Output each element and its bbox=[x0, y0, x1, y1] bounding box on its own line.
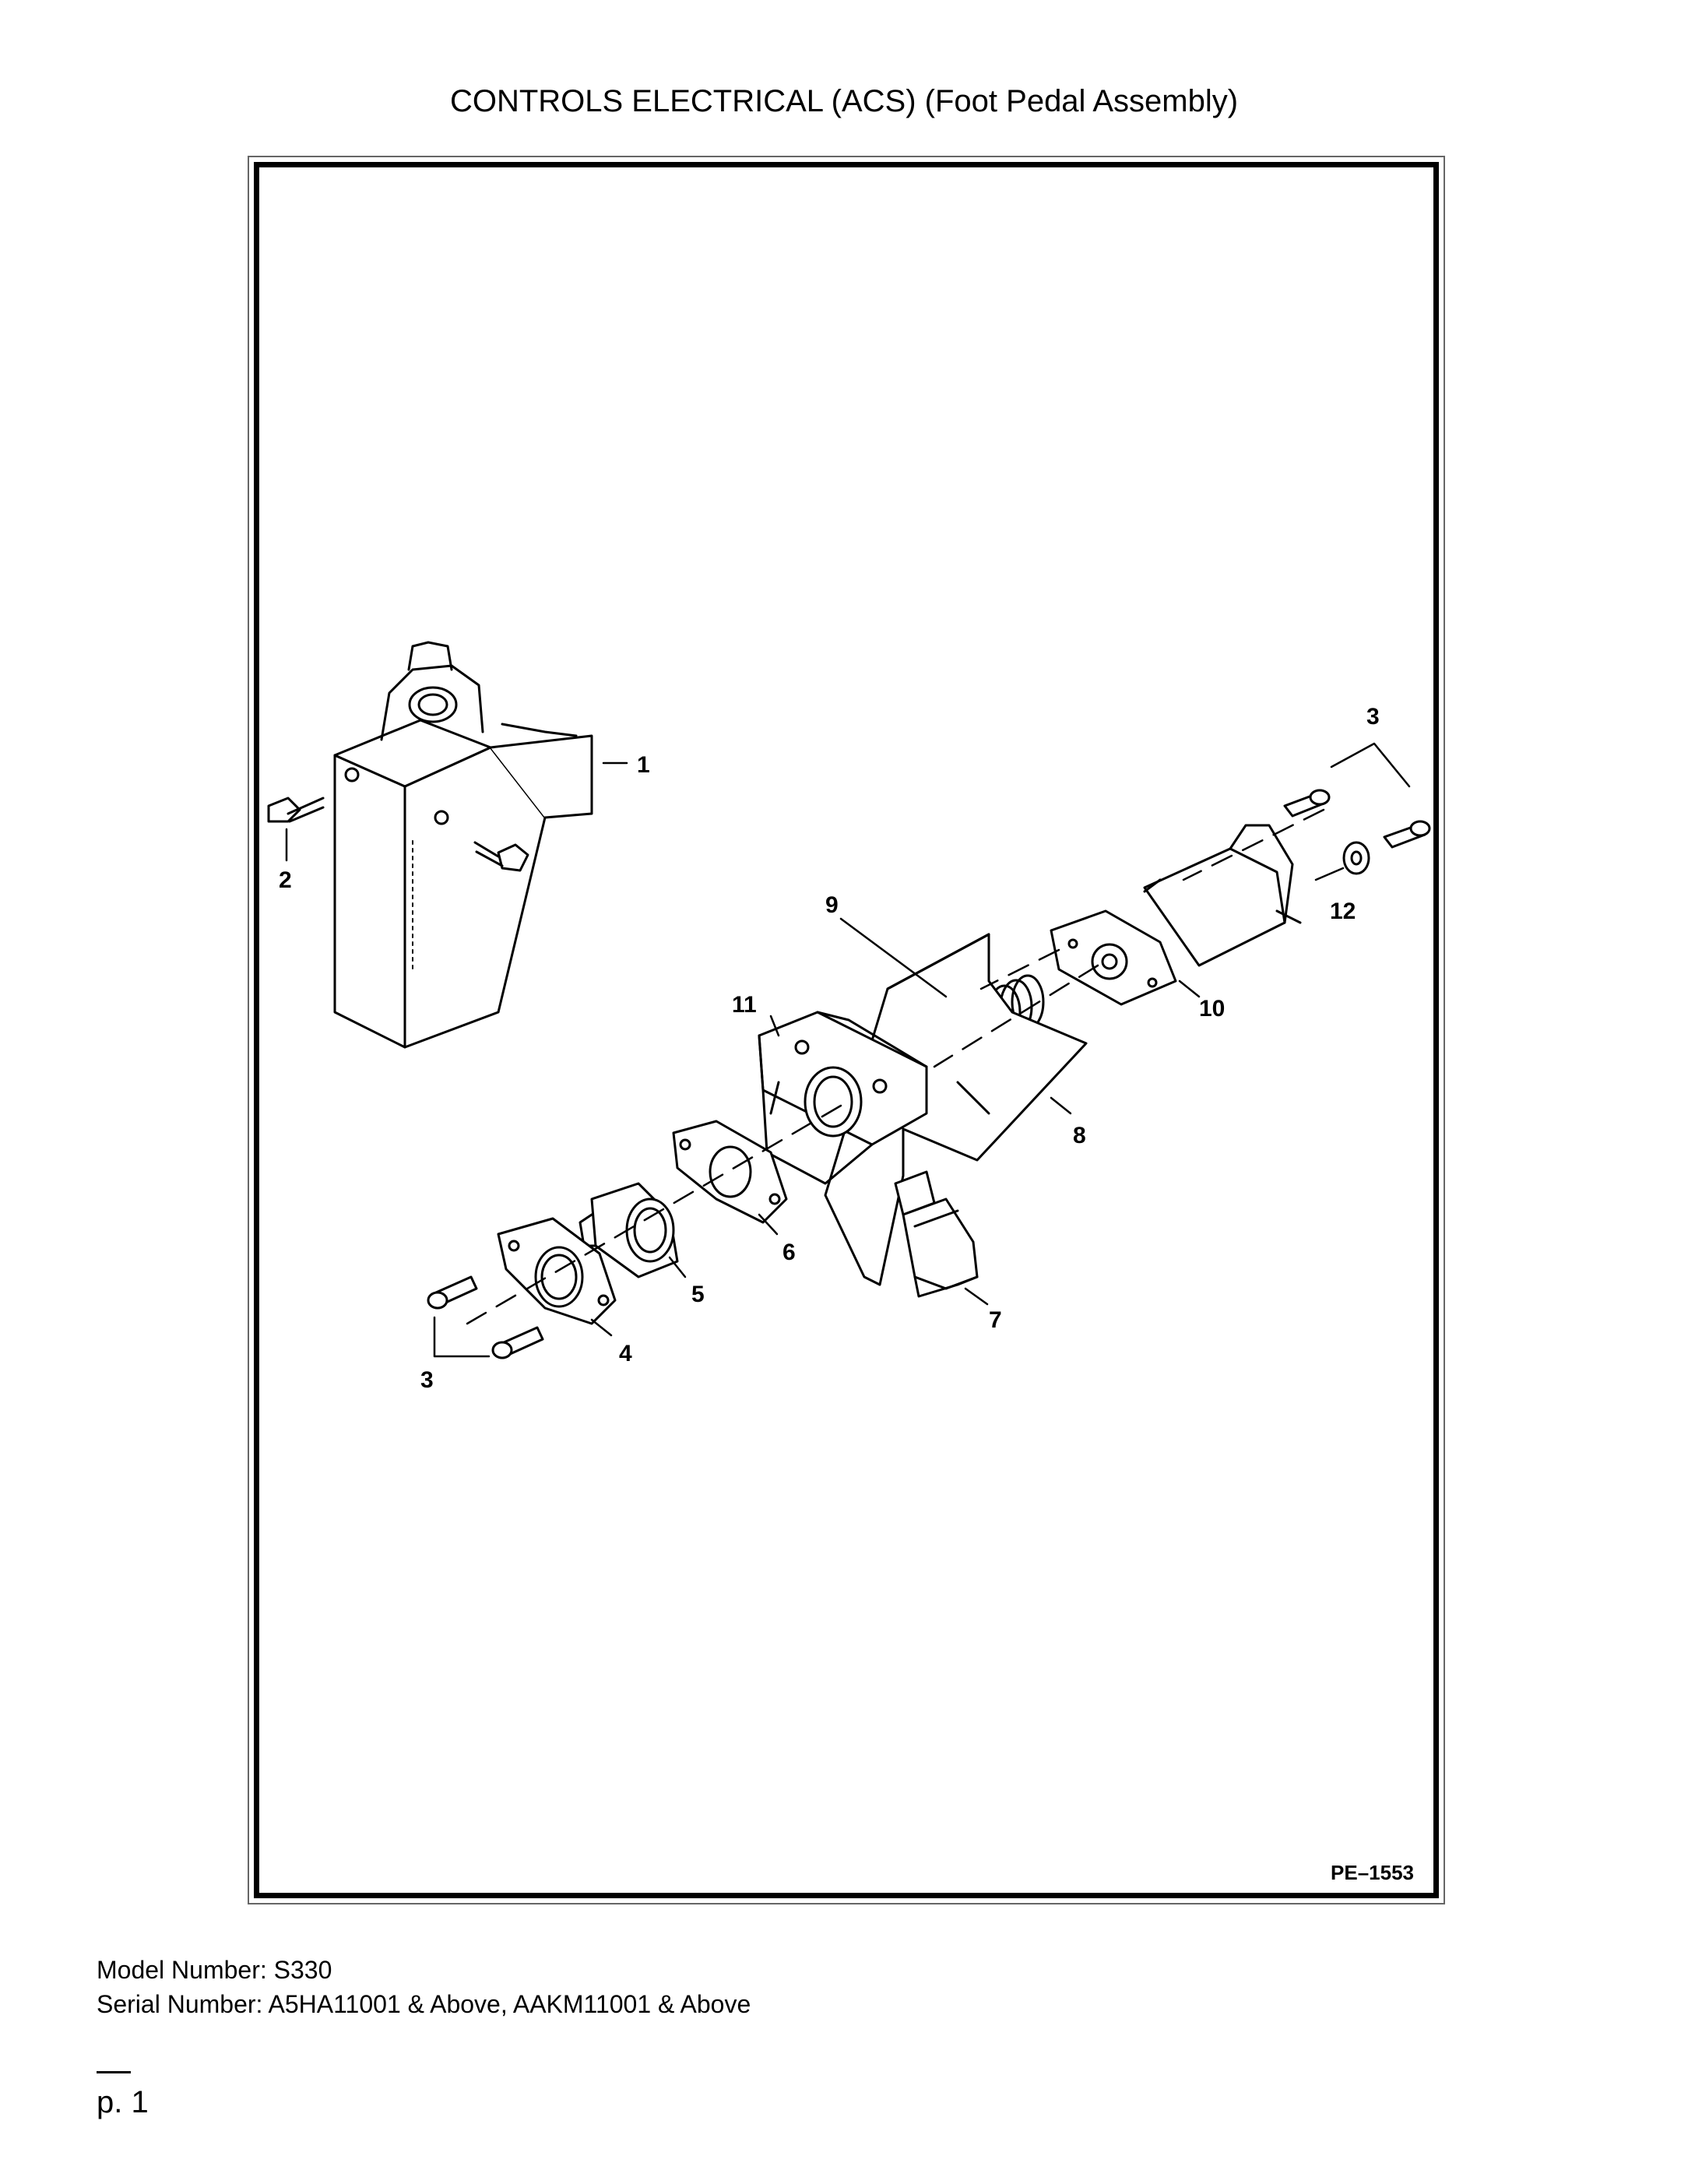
assembly-centerline bbox=[466, 808, 1325, 1325]
part-1-pedal-housing bbox=[333, 641, 593, 1049]
diagram-frame-outer bbox=[248, 156, 1445, 1904]
callout-3-lower: 3 bbox=[420, 1367, 434, 1393]
part-2-bolts bbox=[267, 797, 529, 872]
part-5-bushing bbox=[578, 1182, 679, 1278]
callout-6: 6 bbox=[782, 1240, 796, 1265]
part-12-washer bbox=[1342, 841, 1370, 875]
diagram-frame bbox=[254, 162, 1439, 1898]
callout-11: 11 bbox=[732, 992, 757, 1018]
part-6-gasket bbox=[672, 1120, 788, 1224]
callout-8: 8 bbox=[1073, 1123, 1086, 1148]
page-number: p. 1 bbox=[97, 2085, 149, 2119]
callout-12: 12 bbox=[1330, 899, 1356, 924]
callout-7: 7 bbox=[989, 1307, 1002, 1333]
page-title: CONTROLS ELECTRICAL (ACS) (Foot Pedal As… bbox=[449, 84, 1239, 118]
part-10-sensor bbox=[1050, 824, 1302, 1006]
callout-10: 10 bbox=[1199, 996, 1225, 1022]
leader-lines bbox=[285, 742, 1411, 1358]
callout-9: 9 bbox=[825, 892, 839, 918]
callout-2: 2 bbox=[279, 867, 292, 893]
part-3-cap-screws-lower bbox=[427, 1275, 544, 1359]
serial-number: Serial Number: A5HA11001 & Above, AAKM11… bbox=[97, 1990, 751, 2018]
page-divider bbox=[97, 2071, 131, 2073]
callout-3-upper: 3 bbox=[1366, 704, 1380, 730]
callout-5: 5 bbox=[691, 1282, 705, 1307]
drawing-code: PE–1553 bbox=[1331, 1861, 1414, 1884]
part-7-connector bbox=[894, 1170, 979, 1298]
part-8-bracket bbox=[824, 933, 1088, 1286]
model-number: Model Number: S330 bbox=[97, 1956, 332, 1984]
callout-4: 4 bbox=[619, 1341, 632, 1366]
callout-1: 1 bbox=[637, 752, 650, 778]
part-3-cap-screws-upper bbox=[1283, 789, 1431, 849]
